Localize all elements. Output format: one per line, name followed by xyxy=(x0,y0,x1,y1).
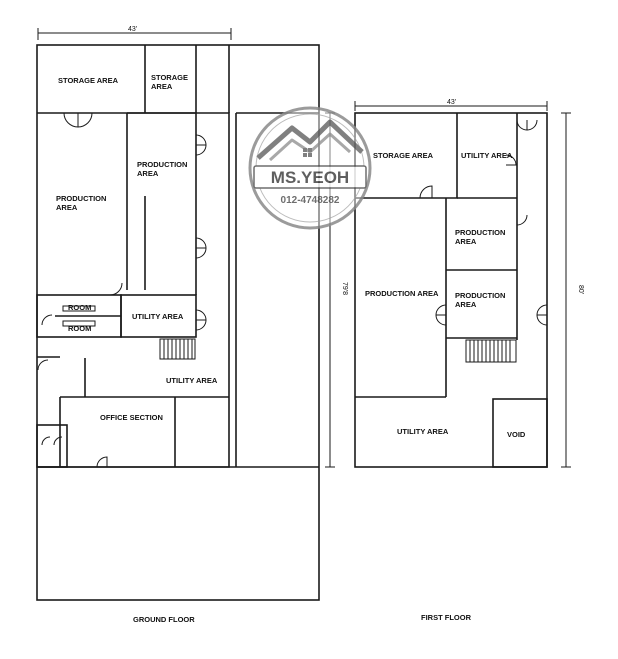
first-utility-2-label: UTILITY AREA xyxy=(397,427,449,436)
ground-room-1-label: ROOM xyxy=(68,303,91,312)
ground-staircase xyxy=(159,338,196,360)
ms-yeoh-watermark: MS.YEOH 012-4748282 xyxy=(248,106,372,230)
first-width-dimension: 43' xyxy=(354,99,548,111)
first-production-1-label-line2: AREA xyxy=(455,237,477,246)
first-storage-area-label: STORAGE AREA xyxy=(373,151,434,160)
watermark-name-plate xyxy=(253,165,367,189)
first-outer-boundary xyxy=(354,112,548,468)
ground-utility-2-label: UTILITY AREA xyxy=(166,376,218,385)
first-depth-dimension: 80' xyxy=(561,112,584,468)
ground-doors xyxy=(37,112,207,468)
ground-width-dimension: 43' xyxy=(37,26,232,40)
ground-storage-area-label: STORAGE AREA xyxy=(58,76,119,85)
ground-floor-caption: GROUND FLOOR xyxy=(133,615,195,624)
watermark-name: MS.YEOH xyxy=(271,168,349,187)
ground-production-2-label-line2: AREA xyxy=(137,169,159,178)
first-production-2-label-line2: AREA xyxy=(455,300,477,309)
house-icon xyxy=(256,119,364,162)
ground-room-2-label: ROOM xyxy=(68,324,91,333)
first-production-2-label-line1: PRODUCTION xyxy=(455,291,505,300)
first-depth-label: 80' xyxy=(577,285,584,294)
ground-production-1-label-line1: PRODUCTION xyxy=(56,194,106,203)
ground-office-section-label: OFFICE SECTION xyxy=(100,413,163,422)
ground-depth-label: 79'8 xyxy=(341,282,348,295)
ground-storage-2-label-line2: AREA xyxy=(151,82,173,91)
first-width-label: 43' xyxy=(447,99,456,106)
ground-production-2-label-line1: PRODUCTION xyxy=(137,160,187,169)
first-doors xyxy=(419,119,548,326)
first-production-1-label-line1: PRODUCTION xyxy=(455,228,505,237)
first-floor-plan: 43' xyxy=(354,99,584,622)
ground-width-label: 43' xyxy=(128,26,137,33)
ground-production-1-label-line2: AREA xyxy=(56,203,78,212)
first-production-main-label: PRODUCTION AREA xyxy=(365,289,439,298)
watermark-phone: 012-4748282 xyxy=(281,195,340,206)
ground-floor-plan: 43' xyxy=(36,26,348,624)
first-void-label: VOID xyxy=(507,430,526,439)
ground-utility-1-label: UTILITY AREA xyxy=(132,312,184,321)
first-utility-1-label: UTILITY AREA xyxy=(461,151,513,160)
first-floor-caption: FIRST FLOOR xyxy=(421,613,472,622)
ground-storage-2-label-line1: STORAGE xyxy=(151,73,188,82)
first-staircase xyxy=(465,339,517,363)
